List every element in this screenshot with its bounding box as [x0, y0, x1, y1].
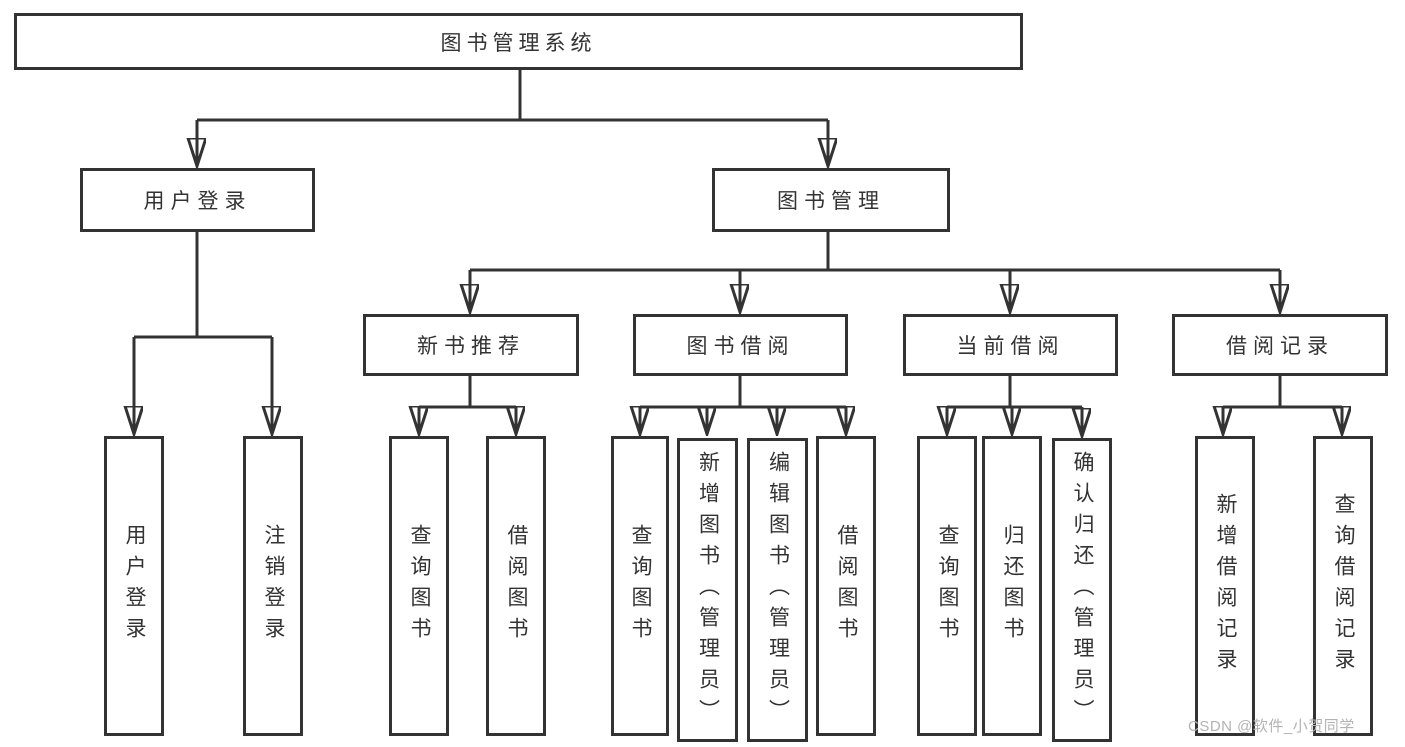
node-user-login: 用户登录: [80, 168, 315, 232]
node-current-borrowing: 当前借阅: [903, 314, 1118, 376]
connector-trunks: [134, 70, 1342, 409]
leaf-query-books-recommend: 查询图书: [389, 436, 449, 736]
node-book-management: 图书管理: [712, 168, 950, 232]
leaf-query-books-borrowing: 查询图书: [611, 436, 669, 736]
leaf-add-books-admin: 新增图书（管理员）: [677, 438, 738, 742]
leaf-borrow-books-recommend: 借阅图书: [486, 436, 546, 736]
node-library-management-system: 图书管理系统: [14, 13, 1023, 70]
leaf-logout: 注销登录: [243, 436, 303, 736]
leaf-edit-books-admin: 编辑图书（管理员）: [747, 438, 808, 742]
leaf-add-borrow-record: 新增借阅记录: [1195, 436, 1255, 736]
leaf-borrow-books-borrowing: 借阅图书: [816, 436, 876, 736]
leaf-query-borrow-record: 查询借阅记录: [1313, 436, 1373, 736]
node-new-book-recommendation: 新书推荐: [363, 314, 579, 376]
node-book-borrowing: 图书借阅: [633, 314, 848, 376]
leaf-query-books-current: 查询图书: [917, 436, 977, 736]
node-borrowing-records: 借阅记录: [1172, 314, 1388, 376]
leaf-confirm-return-admin: 确认归还（管理员）: [1052, 438, 1112, 742]
leaf-return-books: 归还图书: [982, 436, 1042, 736]
watermark-text: CSDN @软件_小贺同学: [1188, 718, 1355, 735]
leaf-user-login: 用户登录: [104, 436, 164, 736]
